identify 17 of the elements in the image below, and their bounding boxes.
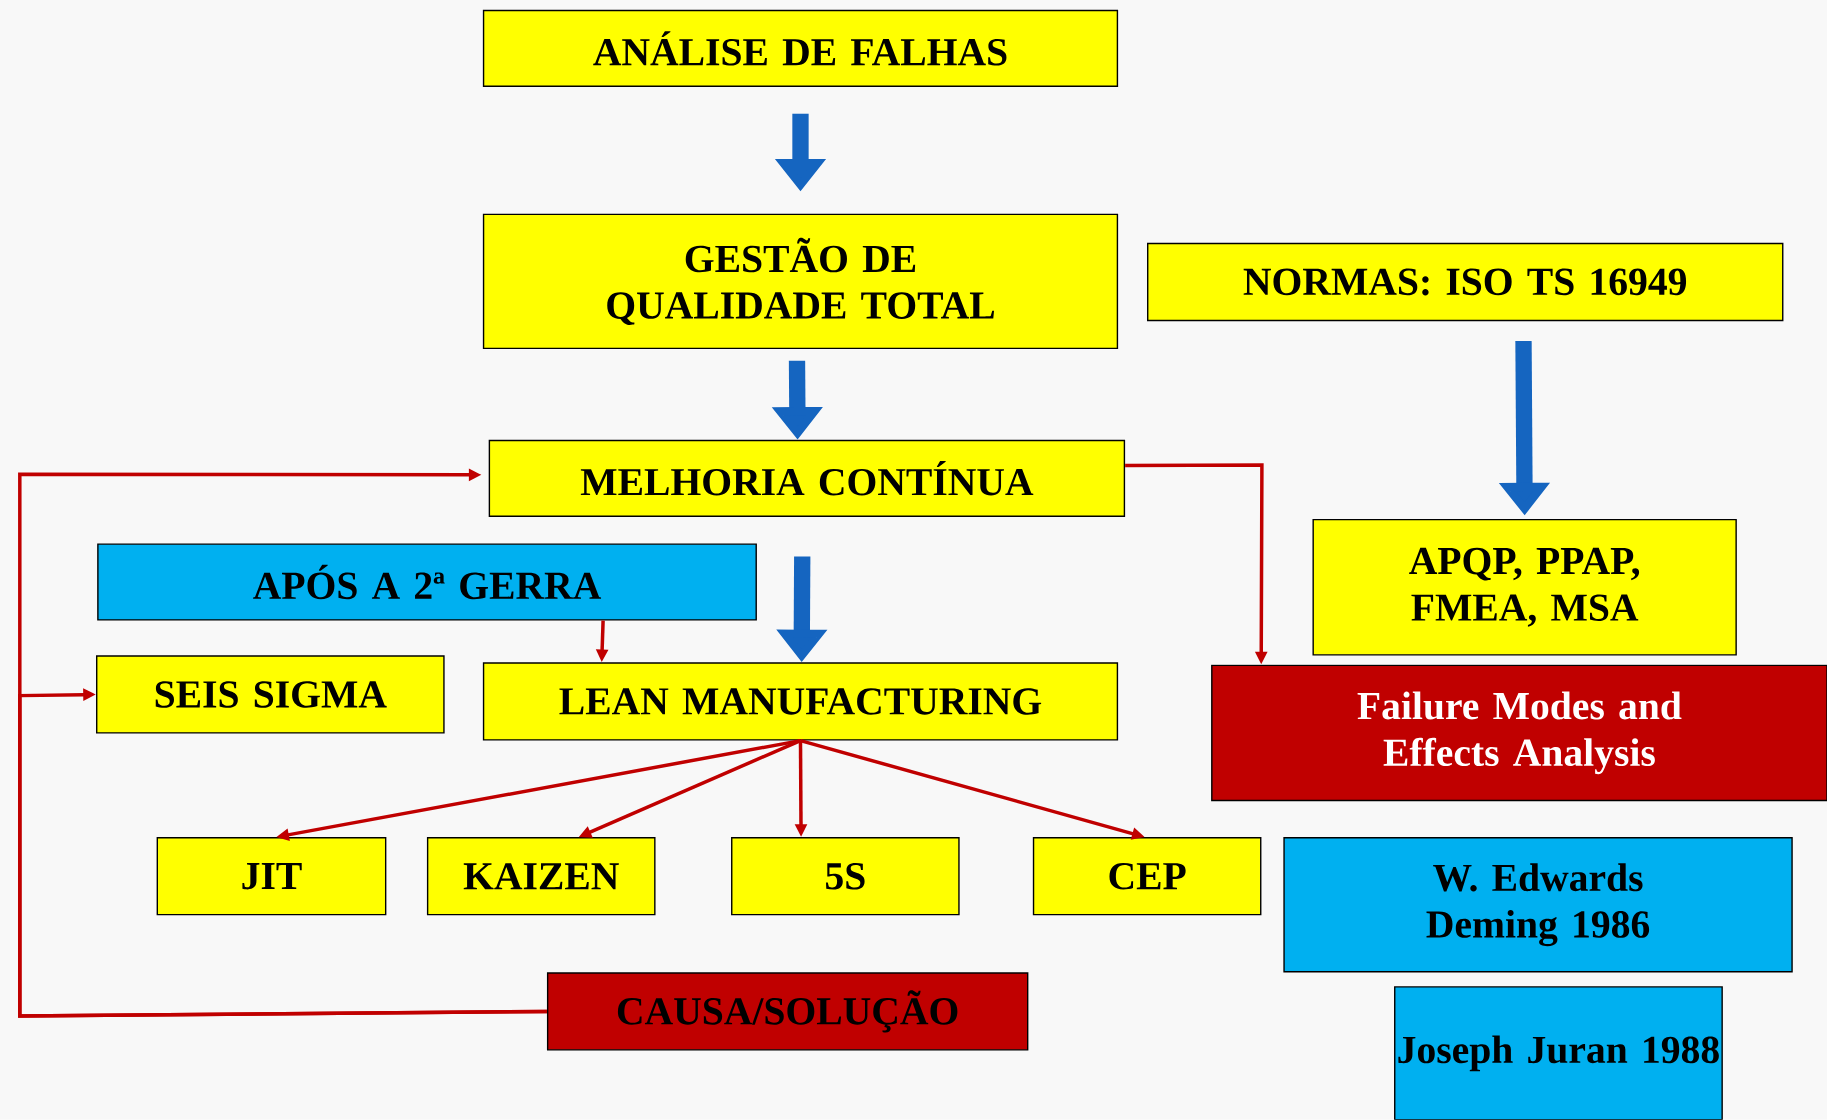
text-box: ANÁLISE DE FALHAS <box>482 9 1119 88</box>
text-box: APQP, PPAP, FMEA, MSA <box>1312 519 1737 656</box>
text-box: SEIS SIGMA <box>96 655 445 734</box>
text-box: W. Edwards Deming 1986 <box>1283 837 1793 973</box>
arrow <box>18 688 547 1018</box>
text-box: NORMAS: ISO TS 16949 <box>1147 242 1784 322</box>
text-box: 5S <box>731 837 960 916</box>
text-box: LEAN MANUFACTURING <box>482 662 1119 741</box>
text-box: APÓS A 2ª GERRA <box>97 543 757 621</box>
text-box: Failure Modes and Effects Analysis <box>1211 664 1827 802</box>
text-box: KAIZEN <box>426 837 656 916</box>
text-box: JIT <box>156 837 387 916</box>
text-box: CEP <box>1032 837 1262 916</box>
text-box: GESTÃO DE QUALIDADE TOTAL <box>482 213 1119 350</box>
text-box: CAUSA/SOLUÇÃO <box>546 972 1029 1051</box>
text-box: MELHORIA CONTÍNUA <box>488 439 1126 517</box>
text-box: Joseph Juran 1988 <box>1394 986 1723 1120</box>
